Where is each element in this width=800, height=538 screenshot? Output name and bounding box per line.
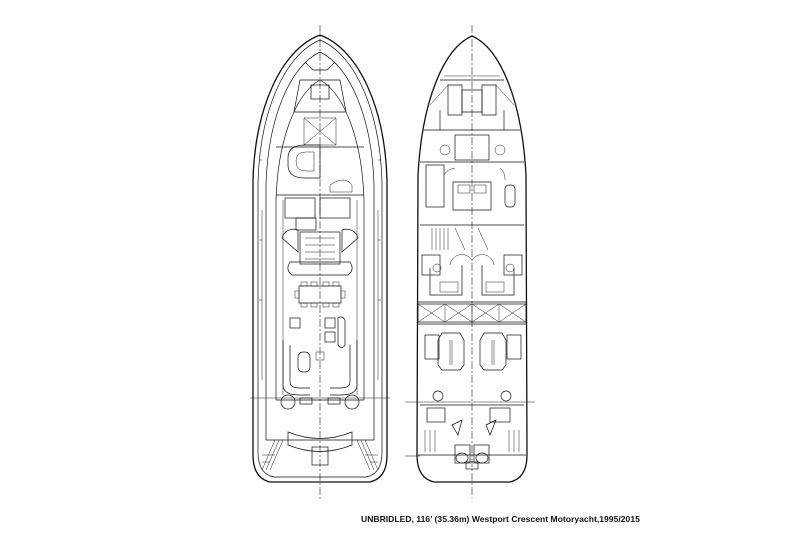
main-deck-plan (250, 25, 390, 500)
drawing-caption: UNBRIDLED, 116’ (35.36m) Westport Cresce… (361, 514, 640, 524)
lower-deck-plan (405, 25, 535, 498)
